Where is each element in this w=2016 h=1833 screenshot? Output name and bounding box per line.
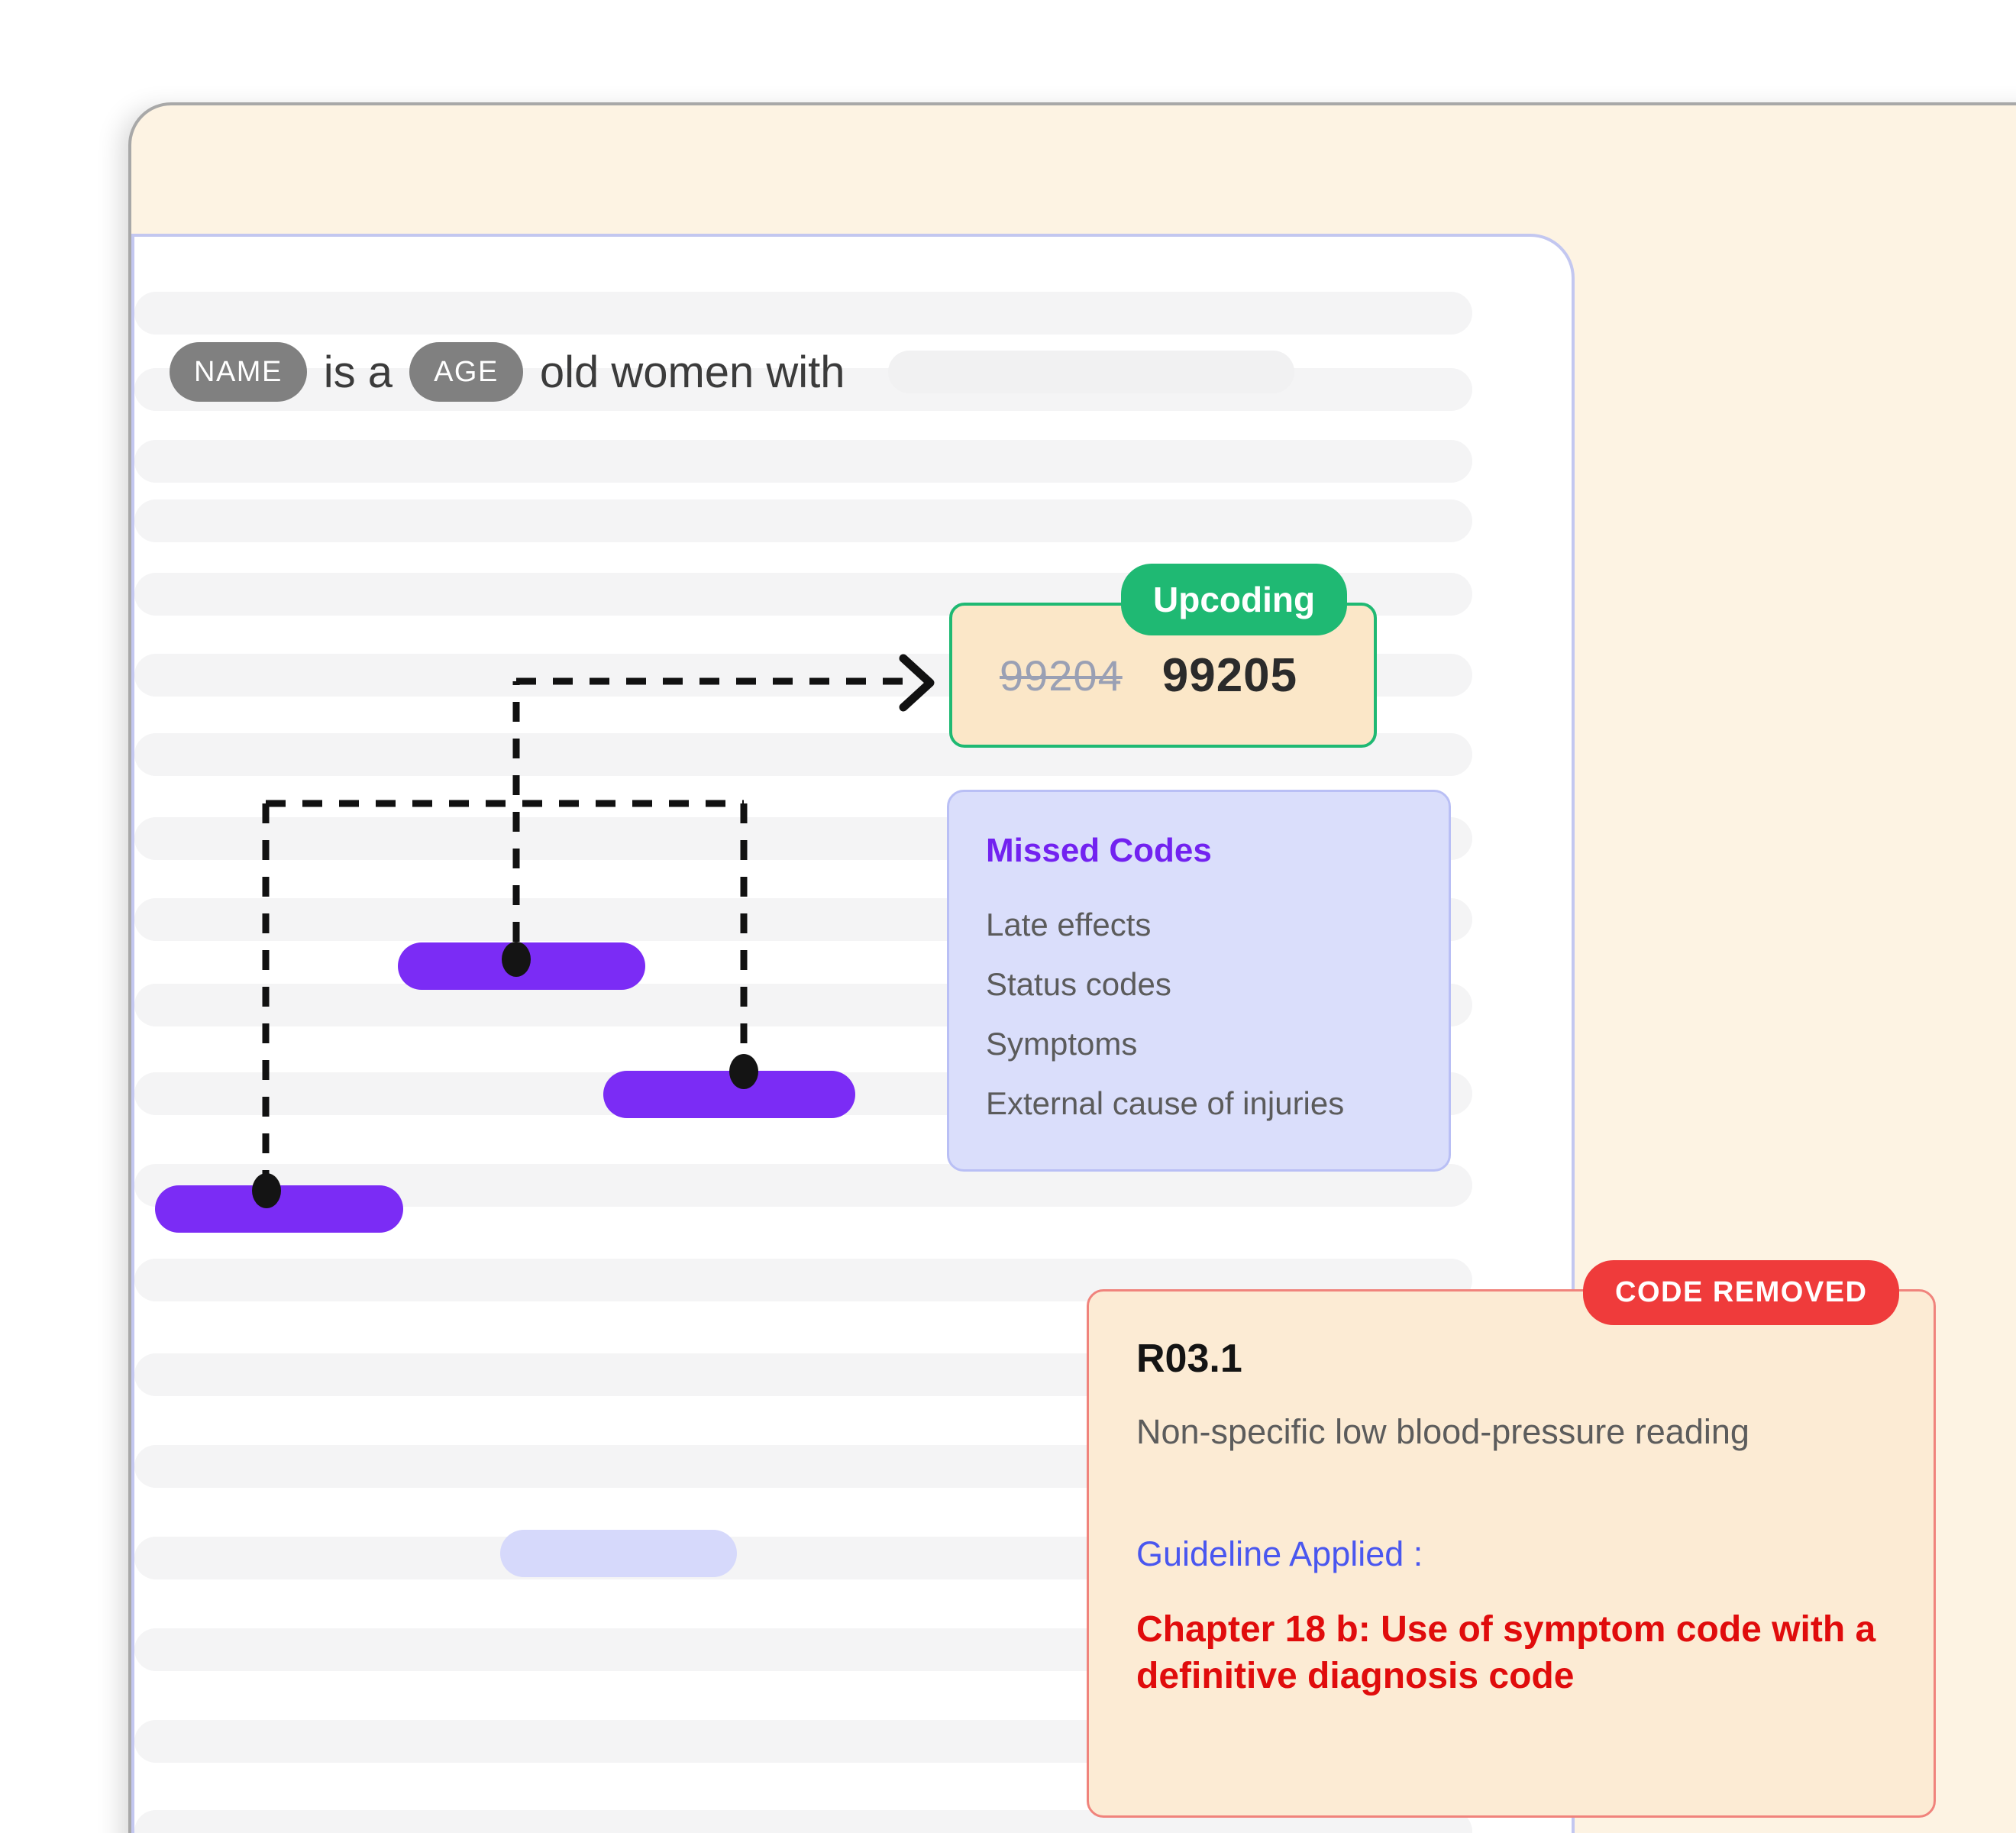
guideline-applied-label: Guideline Applied :	[1136, 1534, 1423, 1573]
missed-code-item[interactable]: Symptoms	[986, 1026, 1138, 1062]
headline-connector-2: old women with	[539, 347, 845, 397]
missed-codes-title: Missed Codes	[986, 832, 1212, 869]
missed-code-item[interactable]: Status codes	[986, 966, 1171, 1002]
removed-code-description: Non-specific low blood-pressure reading	[1136, 1412, 1749, 1451]
missed-code-item[interactable]: External cause of injuries	[986, 1085, 1345, 1121]
missed-codes-panel[interactable]: Missed Codes Late effects Status codes S…	[947, 790, 1451, 1172]
missed-code-item[interactable]: Late effects	[986, 907, 1152, 942]
headline-placeholder-bar	[887, 351, 1294, 393]
upcoding-previous-code: 99204	[1000, 651, 1123, 700]
skeleton-row	[134, 292, 1472, 335]
skeleton-row	[134, 499, 1472, 542]
name-redaction-chip[interactable]: NAME	[170, 342, 307, 402]
anchor-dot-1	[502, 942, 531, 977]
upcoding-revised-code: 99205	[1161, 648, 1298, 702]
anchor-dot-3	[252, 1173, 281, 1208]
highlight-pill-2[interactable]	[603, 1071, 855, 1118]
code-removed-badge: CODE REMOVED	[1583, 1260, 1900, 1325]
skeleton-row	[134, 440, 1472, 483]
highlight-pill-lavender[interactable]	[500, 1530, 737, 1577]
upcoding-badge: Upcoding	[1121, 564, 1348, 635]
removed-code-value: R03.1	[1136, 1337, 1242, 1381]
anchor-dot-2	[729, 1054, 758, 1089]
headline-connector-1: is a	[323, 347, 393, 397]
code-removed-card[interactable]: R03.1 Non-specific low blood-pressure re…	[1087, 1289, 1936, 1818]
patient-summary-line: NAME is a AGE old women with	[170, 342, 1294, 402]
guideline-applied-text: Chapter 18 b: Use of symptom code with a…	[1136, 1609, 1876, 1697]
age-redaction-chip[interactable]: AGE	[409, 342, 523, 402]
